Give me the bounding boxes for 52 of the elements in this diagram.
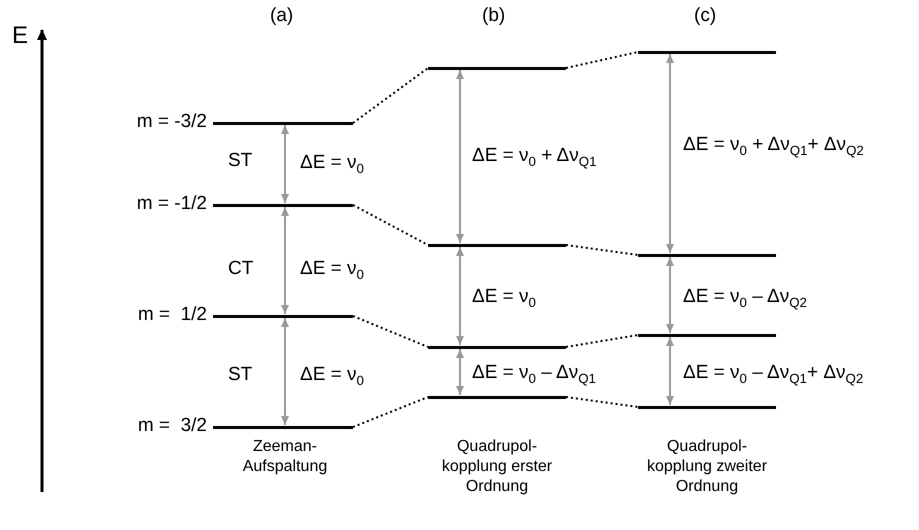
- edge-label: ΔE = ν$_{0}$ – Δν$_{Q1}$: [472, 362, 596, 386]
- energy-level-line: [213, 122, 353, 125]
- energy-level-line: [213, 426, 353, 429]
- panel-label: (a): [270, 5, 294, 27]
- double-arrow: [281, 207, 289, 314]
- dotted-connector: [566, 244, 638, 256]
- energy-level-line: [638, 406, 776, 409]
- edge-label: ΔE = ν$_{0}$ + Δν$_{Q1}$: [472, 145, 596, 169]
- double-arrow: [281, 125, 289, 203]
- quantum-number-label: m = -1/2: [136, 193, 207, 215]
- dotted-connector: [566, 51, 638, 69]
- panel-label: (c): [694, 5, 716, 27]
- double-arrow: [666, 54, 674, 253]
- transition-label: ST: [228, 364, 252, 386]
- edge-label: ΔE = ν$_{0}$: [300, 364, 364, 388]
- caption: Quadrupol- kopplung erster Ordnung: [440, 437, 554, 497]
- axis-label: E: [12, 22, 28, 50]
- transition-label: ST: [228, 150, 252, 172]
- energy-level-line: [428, 67, 566, 70]
- edge-label: ΔE = ν$_{0}$: [300, 152, 364, 176]
- energy-level-line: [638, 254, 776, 257]
- dotted-connector: [352, 396, 428, 428]
- dotted-connector: [352, 67, 429, 124]
- quantum-number-label: m = 3/2: [138, 415, 207, 437]
- caption: Quadrupol- kopplung zweiter Ordnung: [646, 437, 768, 497]
- dotted-connector: [566, 334, 638, 348]
- transition-label: CT: [228, 258, 254, 280]
- edge-label: ΔE = ν$_{0}$ – Δν$_{Q2}$: [683, 286, 807, 310]
- energy-level-line: [428, 346, 566, 349]
- quantum-number-label: m = 1/2: [138, 304, 207, 326]
- dotted-connector: [352, 204, 428, 246]
- energy-level-line: [638, 51, 776, 54]
- double-arrow: [456, 349, 464, 395]
- edge-label: ΔE = ν$_{0}$: [300, 258, 364, 282]
- edge-label: ΔE = ν$_{0}$ + Δν$_{Q1}$+ Δν$_{Q2}$: [683, 134, 864, 158]
- edge-label: ΔE = ν$_{0}$: [472, 286, 536, 310]
- energy-level-line: [213, 315, 353, 318]
- dotted-connector: [352, 315, 428, 348]
- double-arrow: [281, 318, 289, 425]
- double-arrow: [456, 70, 464, 243]
- energy-level-line: [213, 204, 353, 207]
- quantum-number-label: m = -3/2: [136, 111, 207, 133]
- energy-level-line: [428, 396, 566, 399]
- energy-level-line: [638, 334, 776, 337]
- energy-level-line: [428, 244, 566, 247]
- double-arrow: [666, 257, 674, 333]
- double-arrow: [456, 247, 464, 345]
- edge-label: ΔE = ν$_{0}$ – Δν$_{Q1}$+ Δν$_{Q2}$: [683, 362, 864, 386]
- dotted-connector: [566, 396, 638, 408]
- double-arrow: [666, 337, 674, 405]
- caption: Zeeman- Aufspaltung: [242, 437, 328, 477]
- panel-label: (b): [482, 5, 506, 27]
